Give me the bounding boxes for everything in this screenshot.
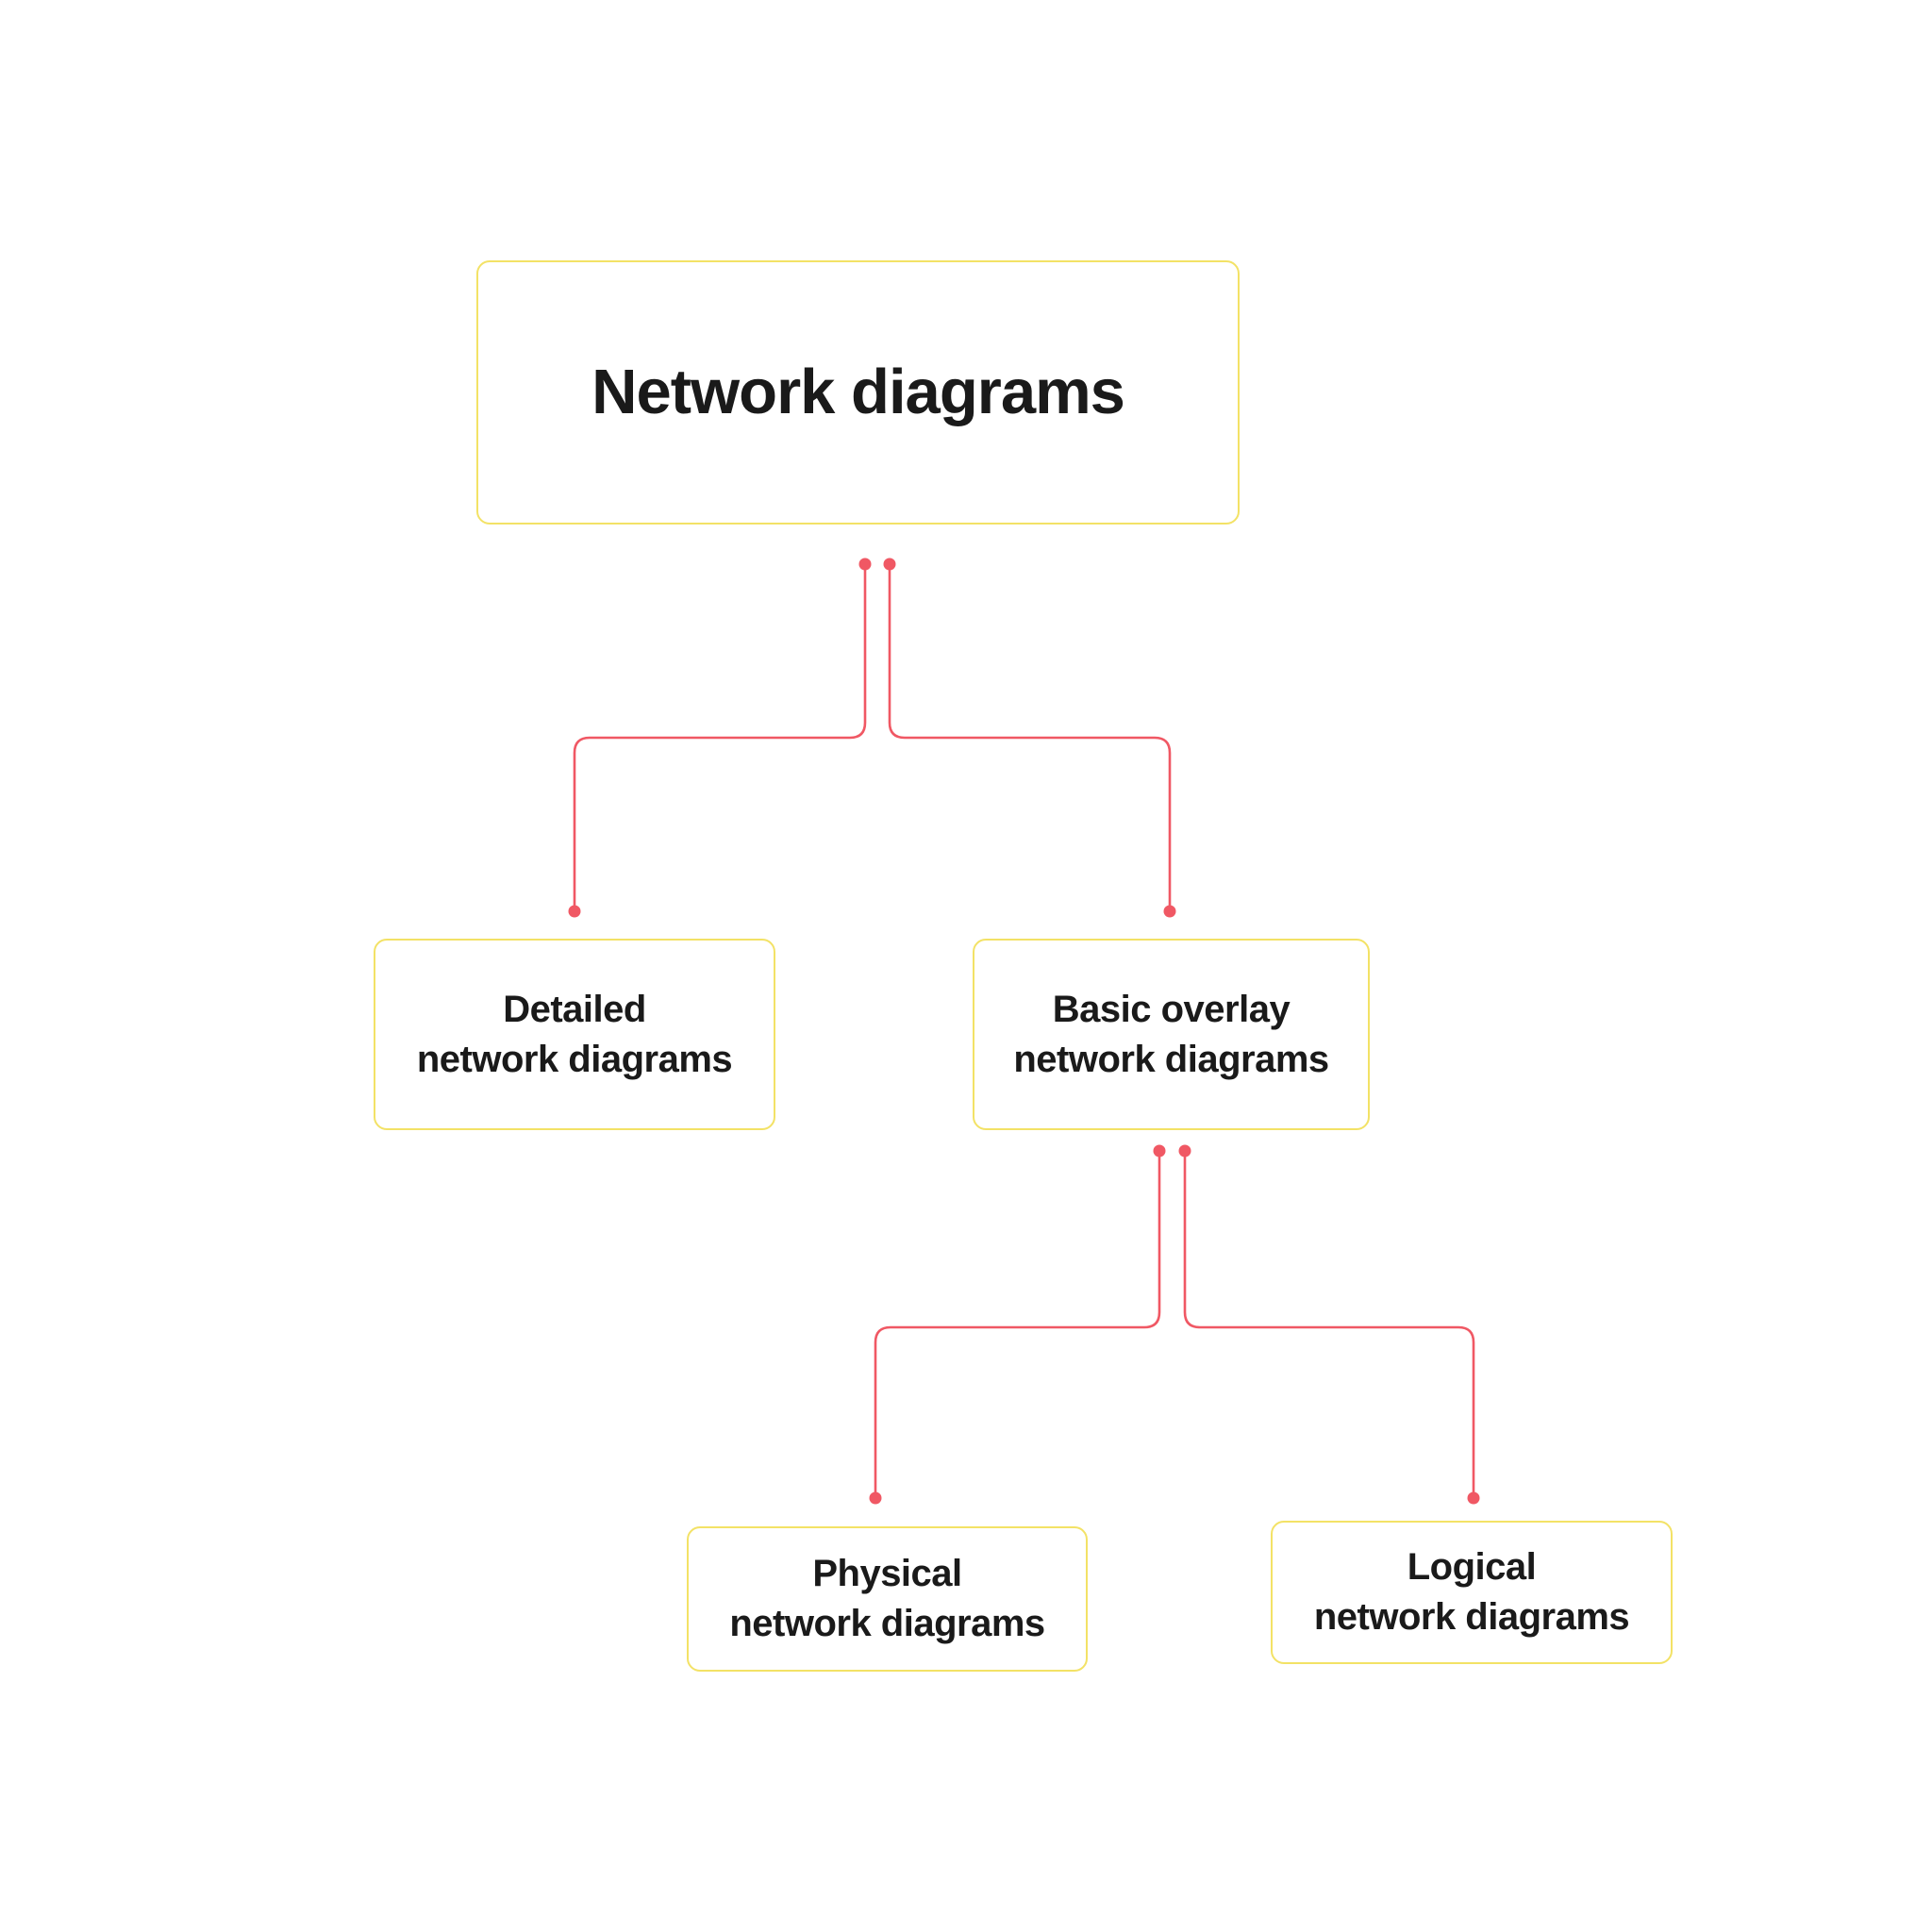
connector-dot — [858, 558, 872, 571]
node-basic-overlay-label: Basic overlay network diagrams — [1013, 985, 1329, 1085]
connector-dot — [568, 905, 581, 918]
connector-dot — [1178, 1144, 1191, 1158]
connector-basic-to-physical — [874, 1151, 1161, 1492]
node-logical-network-diagrams: Logical network diagrams — [1271, 1521, 1673, 1664]
node-logical-label-line1: Logical — [1407, 1546, 1537, 1588]
node-detailed-label-line1: Detailed — [503, 988, 646, 1030]
node-physical-label-line1: Physical — [812, 1553, 962, 1594]
connector-dot — [1163, 905, 1176, 918]
node-physical-network-diagrams: Physical network diagrams — [687, 1526, 1088, 1672]
node-network-diagrams: Network diagrams — [476, 260, 1240, 525]
node-network-diagrams-label: Network diagrams — [591, 357, 1125, 428]
node-detailed-label-line2: network diagrams — [416, 1038, 733, 1080]
node-detailed-network-diagrams: Detailed network diagrams — [374, 939, 775, 1130]
node-physical-label: Physical network diagrams — [729, 1549, 1045, 1649]
connector-dot — [1153, 1144, 1166, 1158]
connector-dot — [883, 558, 896, 571]
node-logical-label-line2: network diagrams — [1313, 1596, 1630, 1638]
node-physical-label-line2: network diagrams — [729, 1603, 1045, 1644]
connector-dot — [869, 1491, 882, 1505]
node-basic-overlay-network-diagrams: Basic overlay network diagrams — [973, 939, 1370, 1130]
connector-dot — [1467, 1491, 1480, 1505]
node-logical-label: Logical network diagrams — [1313, 1542, 1630, 1642]
connector-root-to-basic-overlay — [888, 564, 1172, 906]
node-detailed-label: Detailed network diagrams — [416, 985, 733, 1085]
connector-basic-to-logical — [1183, 1151, 1475, 1492]
connector-root-to-detailed — [573, 564, 867, 906]
node-basic-overlay-label-line1: Basic overlay — [1052, 988, 1291, 1030]
node-basic-overlay-label-line2: network diagrams — [1013, 1038, 1329, 1080]
